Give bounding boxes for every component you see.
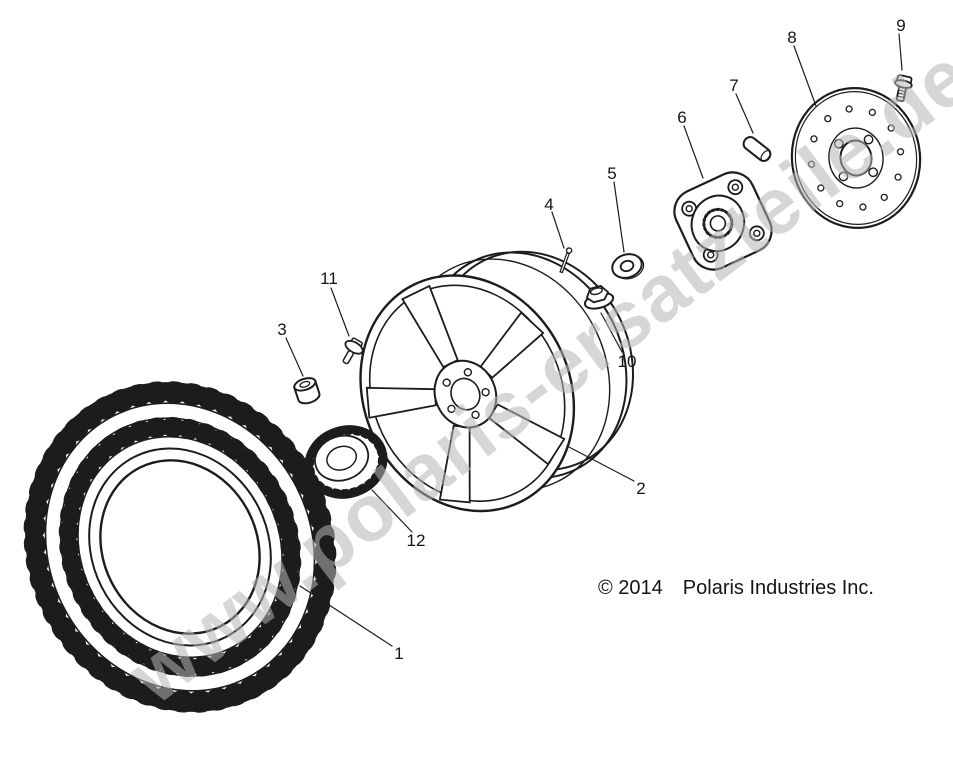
part-label-8: 8 bbox=[787, 28, 797, 47]
wheel-hub-drawing bbox=[673, 171, 773, 271]
part-label-1: 1 bbox=[394, 644, 404, 663]
copyright-year: © 2014 bbox=[598, 577, 663, 599]
brake-disc-drawing bbox=[790, 87, 922, 229]
washer-drawing bbox=[611, 253, 645, 280]
bolt-drawing bbox=[894, 74, 913, 103]
part-label-2: 2 bbox=[636, 479, 646, 498]
part-label-9: 9 bbox=[896, 16, 906, 35]
nut-drawing bbox=[583, 284, 615, 310]
lug-nut-drawing bbox=[293, 377, 321, 405]
part-label-12: 12 bbox=[406, 531, 426, 550]
part-label-4: 4 bbox=[544, 195, 554, 214]
wheel-rim-drawing bbox=[359, 250, 635, 513]
part-label-5: 5 bbox=[607, 164, 617, 183]
copyright-line: © 2014 Polaris Industries Inc. bbox=[598, 577, 874, 600]
screw-drawing bbox=[342, 337, 364, 365]
leader-lines bbox=[285, 33, 903, 647]
hub-cap-drawing bbox=[304, 425, 388, 499]
valve-pin-drawing bbox=[559, 247, 573, 274]
part-label-10: 10 bbox=[617, 352, 637, 371]
part-label-7: 7 bbox=[729, 76, 739, 95]
wheel-stud-drawing bbox=[742, 136, 772, 162]
part-label-6: 6 bbox=[677, 108, 687, 127]
tire-drawing bbox=[23, 381, 337, 713]
copyright-company: Polaris Industries Inc. bbox=[682, 577, 874, 599]
part-label-3: 3 bbox=[277, 320, 287, 339]
part-label-11: 11 bbox=[320, 269, 338, 288]
